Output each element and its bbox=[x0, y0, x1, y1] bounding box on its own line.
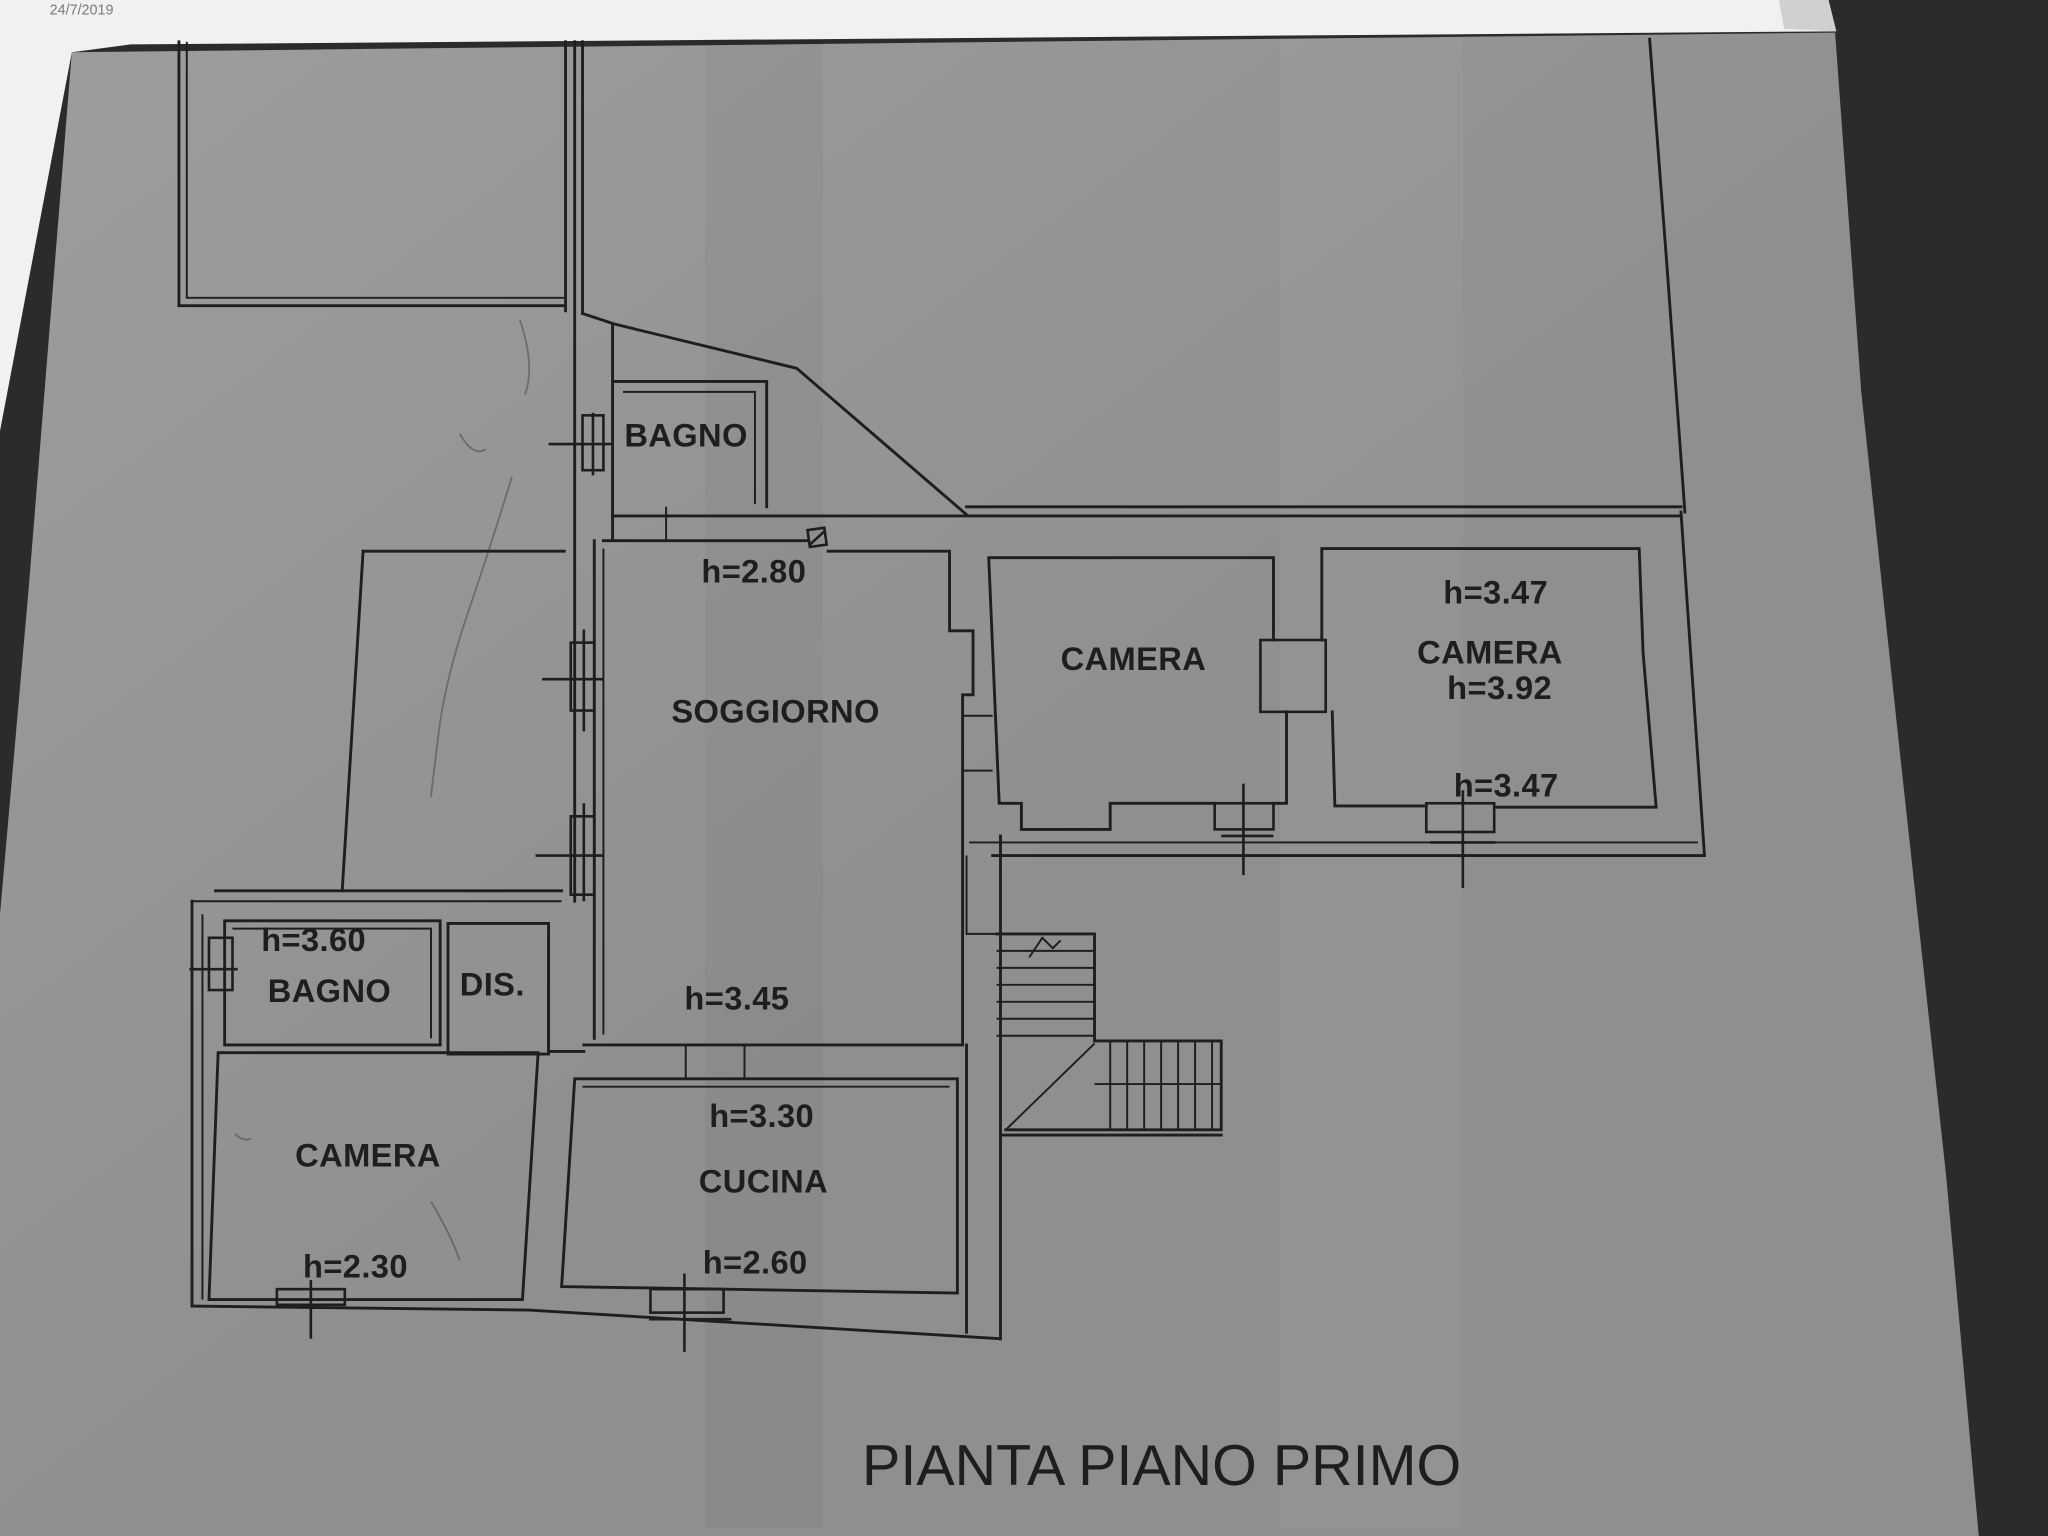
door-axis bbox=[649, 1273, 732, 1352]
door-stubs bbox=[189, 412, 1496, 1352]
chimney-diagonal bbox=[808, 529, 827, 546]
height-camera-right-bottom: h=3.47 bbox=[1454, 767, 1559, 804]
wall-camera-middle bbox=[987, 556, 1288, 831]
room-label-camera-bottom-left: CAMERA bbox=[295, 1136, 441, 1173]
pencil-mark bbox=[430, 1201, 461, 1261]
chimney-square bbox=[806, 526, 829, 549]
plan-title: PIANTA PIANO PRIMO bbox=[862, 1434, 1461, 1498]
room-label-camera-middle: CAMERA bbox=[1061, 640, 1207, 677]
stair-direction-mark bbox=[1028, 936, 1062, 958]
staircase bbox=[995, 932, 1223, 1137]
pencil-mark bbox=[234, 1133, 252, 1141]
wall-left-middle-side bbox=[340, 549, 365, 893]
wall-right-block-outer bbox=[991, 510, 1707, 857]
wall-soggiorno-cucina-stubs bbox=[684, 1044, 746, 1079]
door-axis bbox=[535, 803, 604, 902]
wall-soggiorno-outline bbox=[582, 539, 975, 1047]
wall-outer-bottom bbox=[190, 1304, 1003, 1341]
stair-diagonal bbox=[1005, 1042, 1096, 1131]
wall-bagno-top-outer bbox=[611, 379, 769, 509]
height-soggiorno-top: h=2.80 bbox=[701, 553, 806, 590]
wall-disimpegno bbox=[446, 921, 551, 1056]
wall-top-left-inner bbox=[185, 41, 565, 299]
stair-upper-flight bbox=[995, 932, 1096, 1043]
room-label-soggiorno: SOGGIORNO bbox=[671, 692, 879, 729]
pencil-mark bbox=[430, 476, 513, 797]
stair-steps-upper bbox=[996, 949, 1095, 1037]
pencil-mark bbox=[458, 433, 487, 453]
height-camera-right-middle: h=3.92 bbox=[1447, 669, 1552, 706]
height-cucina-bottom: h=2.60 bbox=[703, 1243, 808, 1280]
chimney-icon bbox=[806, 526, 829, 549]
door-stub bbox=[649, 1287, 725, 1314]
pencil-mark bbox=[518, 319, 531, 395]
room-labels: BAGNO h=2.80 SOGGIORNO h=3.45 CAMERA h=3… bbox=[261, 417, 1563, 1285]
door-axis bbox=[1221, 783, 1274, 876]
wall-disimpegno-right bbox=[547, 932, 586, 1053]
print-date: 24/7/2019 bbox=[50, 2, 114, 18]
roof-diagonal bbox=[580, 311, 969, 517]
door-axis bbox=[548, 412, 614, 476]
wall-camera-right bbox=[1320, 547, 1658, 809]
wall-cucina bbox=[560, 1077, 959, 1295]
door-axis bbox=[1430, 790, 1496, 889]
door-stub bbox=[1424, 801, 1496, 834]
height-bagno-bottom: h=3.60 bbox=[261, 921, 366, 958]
wall-soggiorno-right-stub bbox=[962, 714, 997, 935]
wall-bagno-bottom bbox=[223, 919, 442, 1047]
paper-sheet bbox=[0, 32, 1979, 1536]
door-axis bbox=[542, 629, 604, 732]
stair-steps-lower bbox=[1094, 1040, 1222, 1130]
door-stub bbox=[1259, 638, 1328, 714]
white-sheet-behind bbox=[0, 0, 1836, 432]
wall-bagno-top-inner bbox=[623, 390, 756, 505]
wall-camera-bottom-left bbox=[207, 1051, 540, 1302]
height-camera-right-top: h=3.47 bbox=[1443, 573, 1548, 610]
wall-bagno-bottom-inner bbox=[232, 927, 432, 1039]
door-stub bbox=[207, 936, 234, 992]
paper-streak bbox=[1280, 39, 1463, 1529]
height-camera-bottom-left: h=2.30 bbox=[303, 1247, 408, 1284]
room-label-bagno-bottom: BAGNO bbox=[268, 972, 391, 1009]
height-cucina-top: h=3.30 bbox=[709, 1097, 814, 1134]
room-label-disimpegno: DIS. bbox=[460, 965, 525, 1002]
room-label-camera-right: CAMERA bbox=[1417, 634, 1563, 671]
wall-top-right-boundary bbox=[1648, 37, 1687, 514]
edge-sheet-right bbox=[1778, 0, 1837, 32]
stair-lower-flight bbox=[1004, 1039, 1223, 1132]
pencil-marks bbox=[234, 319, 531, 1261]
room-label-bagno-top: BAGNO bbox=[624, 417, 747, 454]
wall-top-left-outer bbox=[177, 40, 566, 308]
height-soggiorno-bottom: h=3.45 bbox=[684, 980, 789, 1017]
room-label-cucina: CUCINA bbox=[699, 1162, 828, 1199]
walls bbox=[177, 37, 1707, 1341]
